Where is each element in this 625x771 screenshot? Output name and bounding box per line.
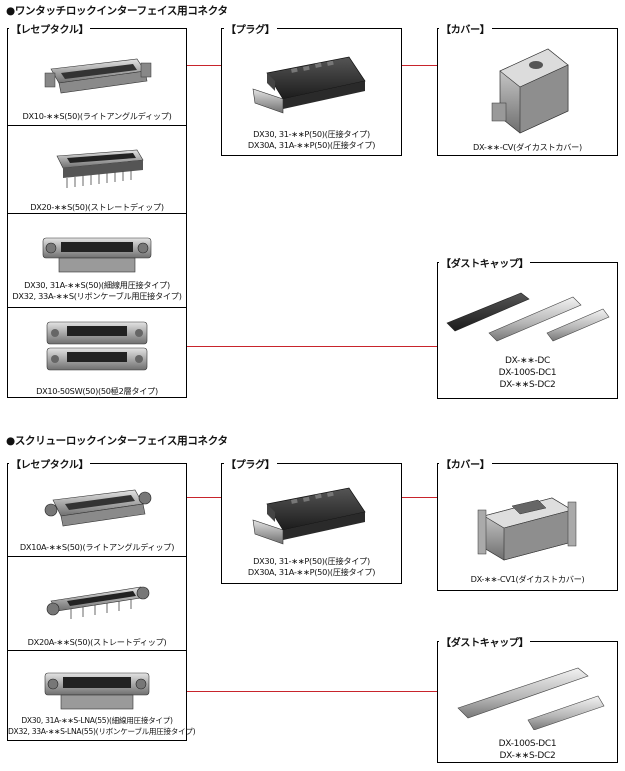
section1-receptacle-item-4[interactable]: DX10-50SW(50)(50極2層タイプ) (8, 307, 186, 400)
section1-receptacle-item-1[interactable]: DX10-∗∗S(50)(ライトアングルディップ) (8, 29, 186, 125)
cover-icon (477, 497, 576, 561)
section1-cover-panel[interactable]: DX-∗∗-CV(ダイカストカバー) (437, 28, 618, 156)
section1-receptacle-1-caption: DX10-∗∗S(50)(ライトアングルディップ) (22, 111, 172, 121)
section2-cover-panel[interactable]: DX-∗∗-CV1(ダイカストカバー) (437, 463, 618, 591)
section2-plug-panel[interactable]: DX30, 31-∗∗P(50)(圧接タイプ) DX30A, 31A-∗∗P(5… (221, 463, 402, 584)
section2-receptacle-dustcap-link (187, 691, 437, 692)
section1-receptacle-item-3[interactable]: DX30, 31A-∗∗S(50)(細線用圧接タイプ) DX32, 33A-∗∗… (8, 213, 186, 308)
section1-plug-label: 【プラグ】 (224, 21, 277, 36)
section2-dustcap-label: 【ダストキャップ】 (439, 634, 531, 649)
section2-receptacle-item-3[interactable]: DX30, 31A-∗∗S-LNA(55)(細線用圧接タイプ) DX32, 33… (8, 650, 196, 743)
section1-dustcap-caption: DX-∗∗-DC DX-100S-DC1 DX-∗∗S-DC2 (498, 356, 557, 390)
section1-receptacle-dustcap-link (187, 346, 437, 347)
section1-dustcap-panel[interactable]: DX-∗∗-DC DX-100S-DC1 DX-∗∗S-DC2 (437, 262, 618, 399)
section2-plug-label: 【プラグ】 (224, 456, 277, 471)
section2-cover-caption: DX-∗∗-CV1(ダイカストカバー) (470, 574, 585, 584)
section2-cover-label: 【カバー】 (439, 456, 492, 471)
section2-receptacle-2-caption: DX20A-∗∗S(50)(ストレートディップ) (27, 637, 167, 647)
dust-cap-icon (445, 292, 609, 342)
section2-receptacle-item-1[interactable]: DX10A-∗∗S(50)(ライトアングルディップ) (8, 464, 186, 556)
section1-dustcap-label: 【ダストキャップ】 (439, 255, 531, 270)
section1-receptacle-panel: DX10-∗∗S(50)(ライトアングルディップ) DX20-∗∗S(50)(ス… (7, 28, 187, 398)
section2-receptacle-3-caption: DX30, 31A-∗∗S-LNA(55)(細線用圧接タイプ) DX32, 33… (8, 716, 196, 736)
section2-receptacle-label: 【レセプタクル】 (9, 456, 91, 471)
section2-receptacle-panel: DX10A-∗∗S(50)(ライトアングルディップ) DX20A-∗∗S(50)… (7, 463, 196, 743)
section1-receptacle-label: 【レセプタクル】 (9, 21, 91, 36)
receptacle-idc-icon (44, 672, 150, 710)
section1-receptacle-item-2[interactable]: DX20-∗∗S(50)(ストレートディップ) (8, 125, 186, 214)
section2-plug-cover-link (402, 497, 437, 498)
section1-receptacle-2-caption: DX20-∗∗S(50)(ストレートディップ) (30, 202, 164, 212)
section1-cover-label: 【カバー】 (439, 21, 492, 36)
section2-receptacle-plug-link (187, 497, 221, 498)
receptacle-idc-icon (42, 237, 152, 273)
section2-plug-caption: DX30, 31-∗∗P(50)(圧接タイプ) DX30A, 31A-∗∗P(5… (247, 556, 376, 577)
plug-icon (252, 56, 366, 114)
section2-dustcap-caption: DX-100S-DC1 DX-∗∗S-DC2 (498, 739, 557, 761)
section1-receptacle-4-caption: DX10-50SW(50)(50極2層タイプ) (36, 386, 158, 396)
section1-heading: ●ワンタッチロックインターフェイス用コネクタ (6, 5, 228, 17)
receptacle-two-tier-icon (46, 321, 148, 371)
section1-receptacle-plug-link (187, 65, 221, 66)
receptacle-right-angle-icon (44, 58, 152, 94)
section2-dustcap-panel[interactable]: DX-100S-DC1 DX-∗∗S-DC2 (437, 641, 618, 763)
receptacle-straight-icon (56, 149, 144, 188)
section1-plug-caption: DX30, 31-∗∗P(50)(圧接タイプ) DX30A, 31A-∗∗P(5… (247, 129, 376, 150)
section1-plug-cover-link (402, 65, 437, 66)
receptacle-right-angle-icon (44, 489, 152, 527)
section1-plug-panel[interactable]: DX30, 31-∗∗P(50)(圧接タイプ) DX30A, 31A-∗∗P(5… (221, 28, 402, 156)
section2-receptacle-item-2[interactable]: DX20A-∗∗S(50)(ストレートディップ) (8, 556, 186, 651)
section1-receptacle-3-caption: DX30, 31A-∗∗S(50)(細線用圧接タイプ) DX32, 33A-∗∗… (12, 280, 182, 301)
section2-receptacle-1-caption: DX10A-∗∗S(50)(ライトアングルディップ) (19, 542, 175, 552)
section2-heading: ●スクリューロックインターフェイス用コネクタ (6, 435, 228, 447)
cover-icon (491, 48, 569, 134)
plug-icon (252, 487, 366, 545)
receptacle-straight-icon (46, 586, 150, 619)
section1-cover-caption: DX-∗∗-CV(ダイカストカバー) (473, 142, 582, 152)
dust-cap-icon (456, 667, 604, 730)
